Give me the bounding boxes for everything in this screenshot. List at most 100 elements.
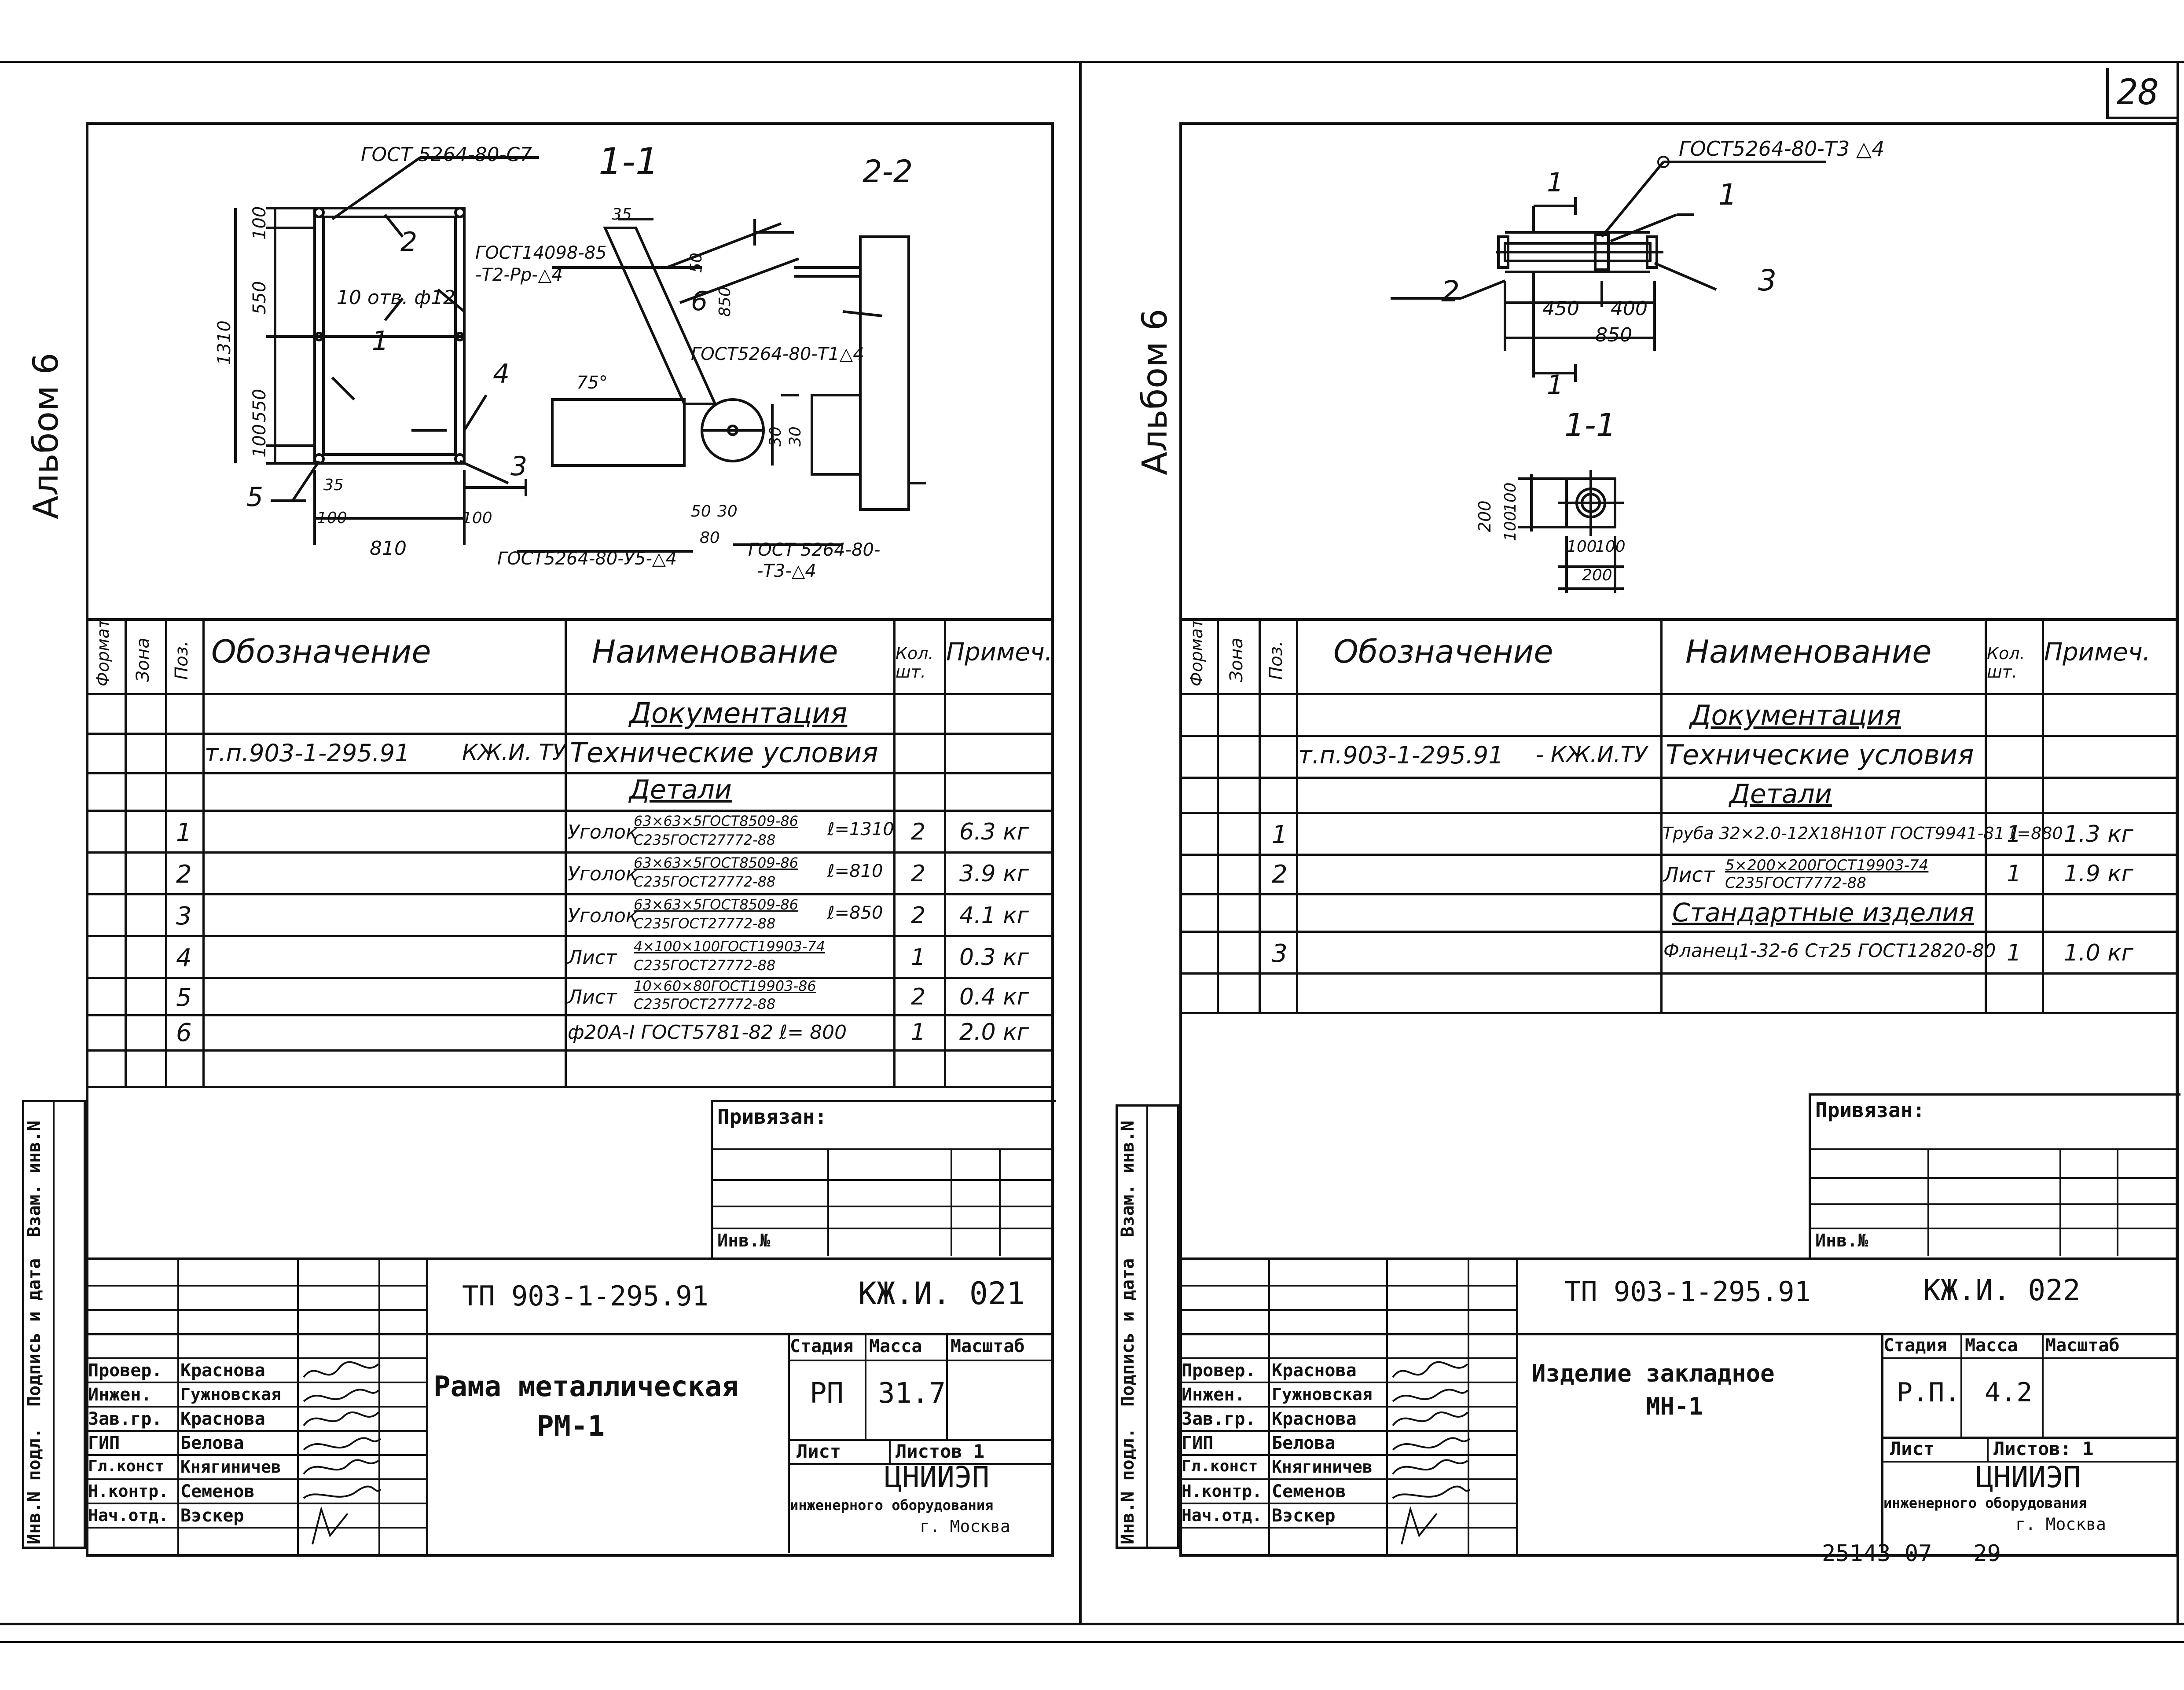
left-weld-note-7: -Т3-△4 bbox=[757, 561, 816, 581]
right-album-label: Альбом 6 bbox=[1135, 308, 1175, 475]
left-row-note: 2.0 кг bbox=[959, 1019, 1029, 1045]
left-sheet-code: КЖ.И. 021 bbox=[858, 1276, 1025, 1312]
center-divider bbox=[1079, 62, 1082, 1624]
plate bbox=[1594, 233, 1610, 271]
right-person-2: Гужновская bbox=[1272, 1385, 1373, 1404]
right-doc-name: Технические условия bbox=[1666, 739, 1974, 771]
right-stage: Р.П. bbox=[1897, 1377, 1960, 1408]
left-row-name: Уголок bbox=[568, 905, 638, 927]
left-row-rule-1 bbox=[86, 733, 1054, 735]
left-spec-table bbox=[86, 618, 1054, 1089]
right-row-rule-4 bbox=[1179, 854, 2178, 856]
left-dim-100a: 100 bbox=[250, 206, 270, 240]
left-row-qty: 2 bbox=[911, 861, 926, 887]
right-dim-100b: 100 bbox=[1501, 511, 1520, 541]
left-tb-stage-rule bbox=[788, 1360, 1054, 1361]
left-doc-suffix: КЖ.И. ТУ bbox=[462, 740, 566, 765]
right-row-rule-6 bbox=[1179, 931, 2178, 933]
page-footer: 25143-07 29 bbox=[1822, 1540, 2001, 1567]
right-pos-mark-2: 2 bbox=[1441, 275, 1460, 308]
left-tb-rule-role5 bbox=[86, 1478, 427, 1480]
left-tb-sheet-rule bbox=[788, 1439, 1054, 1441]
right-row-note: 1.3 кг bbox=[2064, 821, 2133, 847]
right-sheet-label: Лист bbox=[1890, 1438, 1935, 1459]
right-tb-rule-role7 bbox=[1179, 1527, 1518, 1529]
right-privyazan-box bbox=[1809, 1093, 2180, 1258]
left-header-name: Наименование bbox=[592, 633, 838, 670]
left-priv-rule-1 bbox=[711, 1148, 1054, 1150]
left-header-note: Примеч. bbox=[946, 638, 1053, 667]
left-row-pos: 1 bbox=[176, 818, 192, 847]
right-row-qty: 1 bbox=[2007, 861, 2022, 887]
right-role-6: Н.контр. bbox=[1182, 1481, 1263, 1501]
left-section-22: 2-2 bbox=[863, 154, 913, 190]
right-person-1: Краснова bbox=[1272, 1360, 1357, 1381]
right-row-qty: 1 bbox=[2007, 940, 2022, 966]
left-tb-col-d bbox=[426, 1257, 428, 1557]
page-number-box bbox=[2106, 68, 2179, 119]
right-header-qty: Кол. шт. bbox=[1987, 644, 2025, 682]
left-row-rule-3 bbox=[86, 810, 1054, 812]
left-role-1: Провер. bbox=[88, 1360, 162, 1381]
right-tb-rule-role1 bbox=[1179, 1382, 1518, 1383]
right-person-3: Краснова bbox=[1272, 1409, 1357, 1429]
right-dim-100c: 100 bbox=[1567, 538, 1597, 556]
right-side-stamp-text: Инв.N подл. Подпись и дата Взам. инв.N bbox=[1118, 1120, 1138, 1544]
left-row-rule-7 bbox=[86, 977, 1054, 979]
right-weld-note: ГОСТ5264-80-Т3 △4 bbox=[1679, 137, 1885, 161]
left-person-6: Семенов bbox=[180, 1481, 255, 1502]
right-tb-top bbox=[1179, 1257, 2178, 1260]
left-header-qty: Кол. шт. bbox=[896, 644, 934, 682]
left-side-stamp-text: Инв.N подл. Подпись и дата Взам. инв.N bbox=[24, 1120, 44, 1544]
left-row-pos: 6 bbox=[176, 1019, 192, 1047]
right-sheets-label: Листов: 1 bbox=[1993, 1438, 2094, 1459]
scan-bottom-rule bbox=[0, 1641, 2184, 1643]
left-row-pos: 4 bbox=[176, 944, 192, 972]
right-person-5: Княгиничев bbox=[1272, 1457, 1373, 1477]
right-person-4: Белова bbox=[1272, 1433, 1336, 1453]
right-tb-sheet-col bbox=[1987, 1437, 1989, 1461]
page-number: 28 bbox=[2117, 72, 2159, 113]
right-header-pos: Поз. bbox=[1266, 641, 1286, 680]
left-tb-rule-c bbox=[86, 1333, 1054, 1335]
left-weld-note-2: ГОСТ14098-85 bbox=[475, 243, 607, 263]
left-dim-50b: 50 bbox=[691, 502, 711, 521]
right-col-3 bbox=[1296, 618, 1298, 1014]
right-tb-rule-role4 bbox=[1179, 1454, 1518, 1456]
left-tb-rule-role1 bbox=[86, 1382, 427, 1383]
left-dim-35a: 35 bbox=[323, 476, 344, 494]
left-row-name-top: 10×60×80ГОСТ19903-86 bbox=[634, 978, 816, 994]
right-section-mark-b: 1 bbox=[1547, 370, 1564, 400]
right-org-3: г. Москва bbox=[2015, 1514, 2106, 1534]
left-privyazan-label: Привязан: bbox=[717, 1105, 827, 1129]
right-role-5: Гл.конст bbox=[1182, 1457, 1258, 1475]
left-mass: 31.7 bbox=[878, 1377, 946, 1410]
left-row-qty: 2 bbox=[911, 819, 926, 845]
right-side-stamp-divider bbox=[1146, 1104, 1148, 1549]
left-role-5: Гл.конст bbox=[88, 1457, 165, 1475]
left-org-1: ЦНИИЭП bbox=[885, 1460, 990, 1494]
left-dim-850: 850 bbox=[716, 286, 734, 317]
right-privyazan-label: Привязан: bbox=[1815, 1098, 1925, 1122]
right-spec-table bbox=[1179, 618, 2178, 1017]
right-embedded-part-drawing bbox=[1391, 156, 1826, 593]
right-tb-stage-col bbox=[1881, 1333, 1883, 1553]
right-role-4: ГИП bbox=[1182, 1433, 1214, 1453]
left-dim-100c: 100 bbox=[317, 509, 347, 527]
left-row-name-top: 63×63×5ГОСТ8509-86 bbox=[634, 854, 799, 871]
left-header-zone: Зона bbox=[133, 638, 153, 682]
right-sheet-code: КЖ.И. 022 bbox=[1923, 1273, 2081, 1307]
left-dim-35b: 35 bbox=[612, 205, 632, 224]
left-person-2: Гужновская bbox=[180, 1385, 281, 1404]
left-weld-note-4: ГОСТ5264-80-Т1△4 bbox=[691, 344, 864, 364]
right-doc-suffix: - КЖ.И.ТУ bbox=[1536, 742, 1648, 767]
right-dim-850: 850 bbox=[1595, 324, 1632, 346]
left-row-len: ℓ=810 bbox=[827, 861, 883, 881]
right-section-11: 1-1 bbox=[1564, 407, 1616, 444]
left-tb-rule-role2 bbox=[86, 1406, 427, 1408]
left-row-name-bottom: С235ГОСТ27772-88 bbox=[634, 957, 776, 974]
right-row-name-top: 5×200×200ГОСТ19903-74 bbox=[1725, 857, 1929, 874]
left-row-rule-4 bbox=[86, 851, 1054, 854]
left-dim-810: 810 bbox=[370, 537, 407, 560]
right-row-pos: 2 bbox=[1272, 860, 1288, 889]
